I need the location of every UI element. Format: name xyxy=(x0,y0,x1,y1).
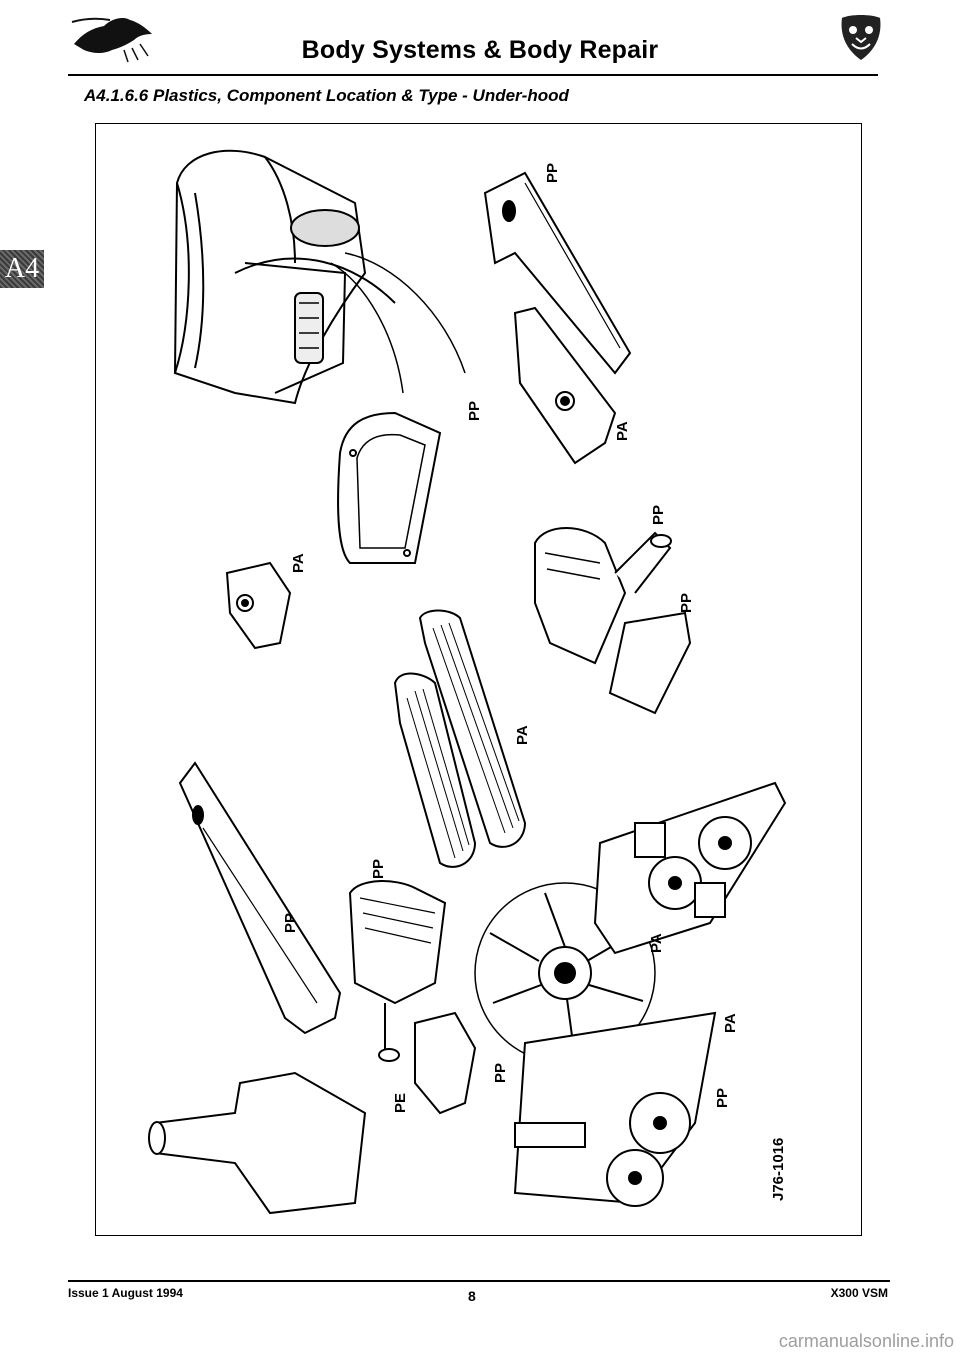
footer-doc-code: X300 VSM xyxy=(830,1286,888,1300)
material-label: PA xyxy=(514,725,531,745)
material-label: PP xyxy=(650,505,667,525)
material-label: PP xyxy=(544,163,561,183)
material-label: PP xyxy=(678,593,695,613)
intake-pipe xyxy=(148,1071,367,1215)
material-label: PP xyxy=(282,913,299,933)
footer-page-number: 8 xyxy=(468,1288,476,1304)
bonnet-trim-strip-lower xyxy=(513,306,617,465)
tray-panel xyxy=(337,411,442,564)
material-labels: PP PP PA PP PA PP PA PP PP PA PE PA PP P… xyxy=(282,163,787,1201)
material-label: PP xyxy=(492,1063,509,1083)
figure-frame xyxy=(95,123,862,1236)
header-title: Body Systems & Body Repair xyxy=(301,36,659,64)
section-heading: A4.1.6.6 Plastics, Component Location & … xyxy=(84,86,569,105)
material-label: PA xyxy=(614,421,631,441)
material-label: PA xyxy=(290,553,307,573)
leaping-cat-logo-icon xyxy=(68,4,160,71)
mounting-bracket xyxy=(414,1011,477,1115)
material-label: PP xyxy=(714,1088,731,1108)
cam-cover-right xyxy=(418,609,527,848)
bonnet-trim-strip-upper xyxy=(483,171,632,375)
air-box-lower xyxy=(348,880,447,1062)
car-front-illustration xyxy=(173,149,466,405)
material-label: PP xyxy=(370,859,387,879)
sensor-housing xyxy=(225,561,292,650)
section-tab-a4: A4 xyxy=(0,250,44,288)
twin-fan-shroud xyxy=(593,781,787,955)
jaguar-head-badge-icon xyxy=(838,12,884,67)
footer-divider xyxy=(68,1280,890,1282)
figure-reference-code: J76-1016 xyxy=(770,1138,787,1201)
material-label: PE xyxy=(392,1093,409,1113)
footer-issue: Issue 1 August 1994 xyxy=(68,1286,183,1300)
material-label: PA xyxy=(648,933,665,953)
cam-cover-left xyxy=(393,672,477,868)
radiator-assembly xyxy=(513,1011,717,1207)
long-trim-strip xyxy=(178,761,342,1035)
air-intake-assembly xyxy=(534,527,672,665)
header-divider xyxy=(68,74,878,76)
material-label: PA xyxy=(722,1013,739,1033)
material-label: PP xyxy=(466,401,483,421)
intake-cover-plate xyxy=(608,611,692,715)
watermark-text: carmanualsonline.info xyxy=(778,1331,954,1351)
under-hood-components-illustration: PP PP PA PP PA PP PA PP PP PA PE PA PP P… xyxy=(148,149,787,1215)
